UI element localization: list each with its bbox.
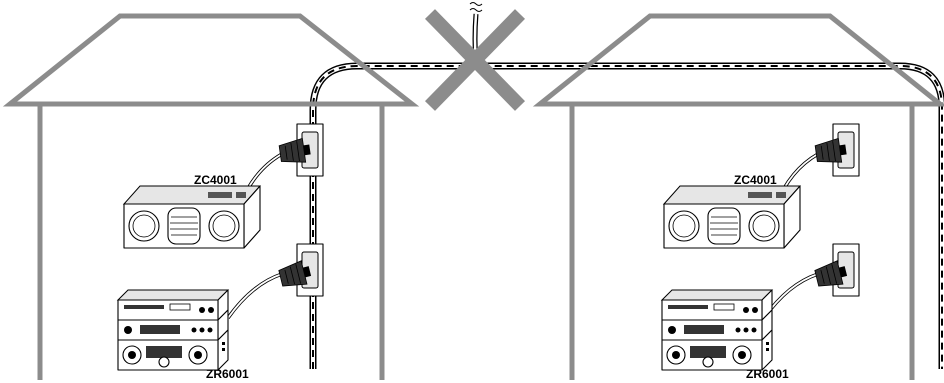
power-line — [309, 2, 944, 369]
left-house-roof — [2, 13, 420, 107]
right-receiver-label: ZR6001 — [746, 367, 789, 381]
left-receiver-cord — [226, 272, 283, 320]
left-receiver-label: ZR6001 — [206, 367, 249, 381]
right-speaker-label: ZC4001 — [734, 173, 777, 187]
right-house-walls — [569, 104, 915, 380]
x-mark-icon — [424, 9, 526, 111]
right-house — [532, 13, 944, 380]
left-house-walls — [37, 104, 385, 380]
left-speaker — [123, 185, 261, 249]
right-receiver — [661, 289, 773, 371]
right-house-roof — [532, 13, 944, 107]
left-house — [2, 13, 420, 380]
left-speaker-label: ZC4001 — [194, 173, 237, 187]
left-receiver — [117, 289, 229, 371]
right-speaker — [663, 185, 801, 249]
